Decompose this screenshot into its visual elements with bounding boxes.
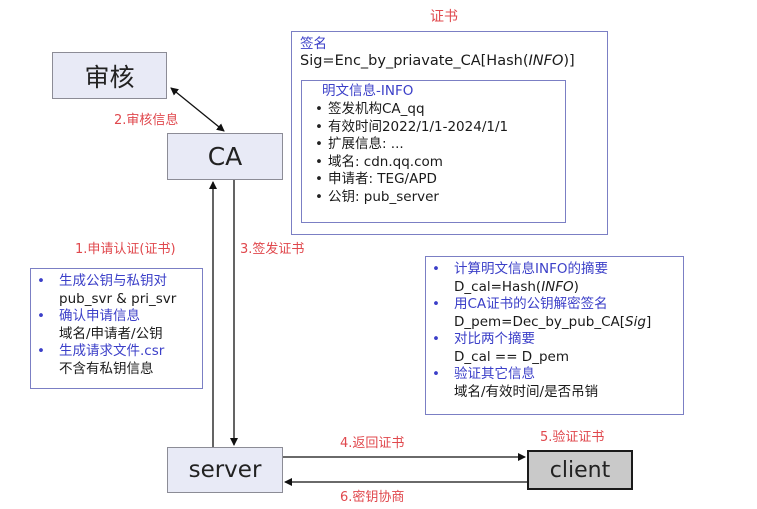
signature-label: 签名 <box>300 36 327 52</box>
info-item: 扩展信息: ... <box>315 136 508 154</box>
verify-item-title: 验证其它信息 <box>432 366 683 384</box>
signature-formula: Sig=Enc_by_priavate_CA[Hash(INFO)] <box>300 53 575 69</box>
request-item-detail: 不含有私钥信息 <box>59 360 154 377</box>
request-item-title: 确认申请信息 <box>37 308 202 326</box>
request-item-title: 生成公钥与私钥对 <box>37 273 202 291</box>
step4-label: 4.返回证书 <box>340 436 405 451</box>
verify-item-title: 对比两个摘要 <box>432 331 683 349</box>
step6-label: 6.密钥协商 <box>340 490 405 505</box>
info-item: 域名: cdn.qq.com <box>315 154 508 172</box>
info-item: 公钥: pub_server <box>315 189 508 207</box>
info-item: 签发机构CA_qq <box>315 101 508 119</box>
verify-item-detail: D_pem=Dec_by_pub_CA[Sig] <box>454 313 652 330</box>
step1-label: 1.申请认证(证书) <box>75 242 176 257</box>
ca-node-label: CA <box>207 142 243 171</box>
arrow-review-ca <box>170 87 225 132</box>
verify-item-title: 用CA证书的公钥解密签名 <box>432 296 683 314</box>
request-item-title: 生成请求文件.csr <box>37 343 202 361</box>
ca-node: CA <box>167 133 283 180</box>
certificate-title: 证书 <box>430 9 458 25</box>
request-item-detail: 域名/申请者/公钥 <box>59 325 163 342</box>
client-node-label: client <box>549 457 611 483</box>
request-box: 生成公钥与私钥对 pub_svr & pri_svr 确认申请信息 域名/申请者… <box>30 268 203 389</box>
verify-item-detail: D_cal=Hash(INFO) <box>454 278 579 295</box>
verify-box: 计算明文信息INFO的摘要 D_cal=Hash(INFO) 用CA证书的公钥解… <box>425 256 684 415</box>
verify-item-detail: 域名/有效时间/是否吊销 <box>454 383 599 400</box>
info-item: 申请者: TEG/APD <box>315 171 508 189</box>
review-node: 审核 <box>52 52 167 99</box>
info-title: 明文信息-INFO <box>322 83 414 99</box>
info-box: 明文信息-INFO 签发机构CA_qq 有效时间2022/1/1-2024/1/… <box>301 80 566 223</box>
server-node: server <box>167 447 283 493</box>
step3-label: 3.签发证书 <box>240 242 305 257</box>
info-list: 签发机构CA_qq 有效时间2022/1/1-2024/1/1 扩展信息: ..… <box>315 101 508 206</box>
verify-item-title: 计算明文信息INFO的摘要 <box>432 261 683 279</box>
certificate-box: 签名 Sig=Enc_by_priavate_CA[Hash(INFO)] 明文… <box>291 31 608 235</box>
step2-label: 2.审核信息 <box>114 113 179 128</box>
verify-item-detail: D_cal == D_pem <box>454 348 569 365</box>
review-node-label: 审核 <box>84 62 135 92</box>
server-node-label: server <box>188 457 262 483</box>
client-node: client <box>527 450 633 490</box>
request-item-detail: pub_svr & pri_svr <box>59 290 177 307</box>
info-item: 有效时间2022/1/1-2024/1/1 <box>315 119 508 137</box>
step5-label: 5.验证证书 <box>540 430 605 445</box>
